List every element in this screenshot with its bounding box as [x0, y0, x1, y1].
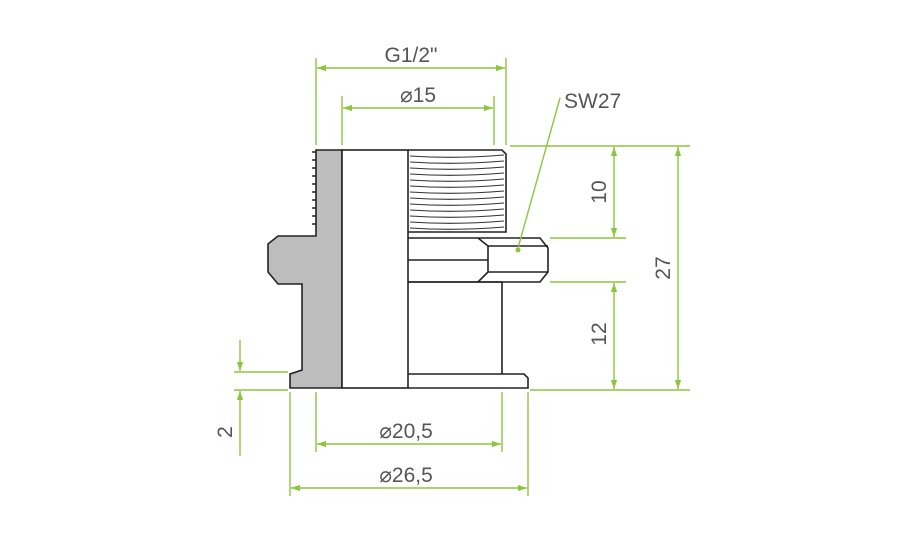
thread-outline [408, 149, 507, 233]
flange [408, 373, 529, 389]
label-diameter-flange: ⌀26,5 [379, 464, 433, 487]
fitting-body [267, 149, 549, 389]
label-inner-diameter: ⌀15 [400, 84, 436, 107]
thread-lines [409, 154, 505, 230]
thread-line [409, 154, 505, 158]
diameter-symbol: ⌀ [400, 84, 413, 107]
label-flange-thickness: 2 [214, 426, 237, 438]
dimensions: G1/2" ⌀15 SW27 10 12 27 2 [214, 44, 690, 496]
value-diameter-flange: 26,5 [392, 464, 433, 487]
section-thread-teeth [312, 151, 316, 225]
leader-wrench-size [517, 97, 561, 249]
label-thread-length: 10 [588, 180, 611, 203]
label-wrench-size: SW27 [564, 90, 621, 113]
value-diameter-mid: 20,5 [392, 420, 433, 443]
thread-line [409, 160, 505, 164]
label-total-length: 27 [652, 256, 675, 279]
thread-line [409, 208, 505, 212]
hex-nut-side [478, 237, 549, 283]
thread-line [409, 172, 505, 176]
thread-line [409, 220, 505, 224]
lower-body [408, 281, 503, 374]
label-diameter-mid: ⌀20,5 [379, 420, 433, 443]
thread-line [409, 196, 505, 200]
label-thread-size: G1/2" [385, 44, 438, 67]
bore [341, 149, 409, 389]
thread-line [409, 214, 505, 218]
thread-line [409, 226, 505, 230]
thread-line [409, 166, 505, 170]
diameter-symbol: ⌀ [379, 420, 392, 443]
label-lower-length: 12 [588, 322, 611, 345]
diameter-symbol: ⌀ [379, 464, 392, 487]
thread-line [409, 178, 505, 182]
thread-line [409, 184, 505, 188]
thread-line [409, 202, 505, 206]
thread-line [409, 190, 505, 194]
value-inner-diameter: 15 [413, 84, 436, 107]
cross-section [267, 149, 343, 389]
